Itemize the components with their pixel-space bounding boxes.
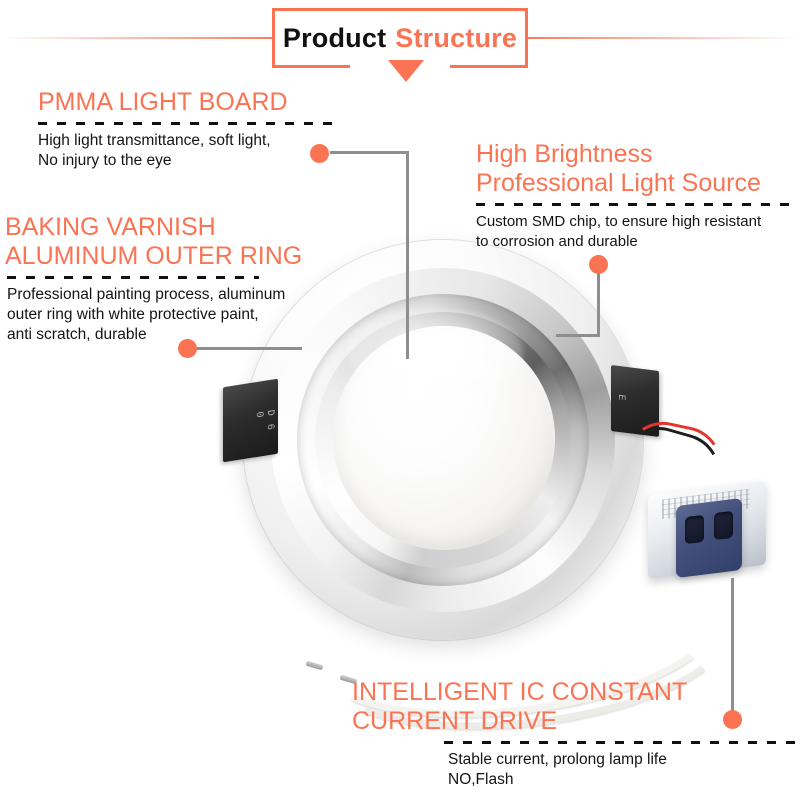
callout-baking-title-line-2: ALUMINUM OUTER RING [5, 242, 303, 270]
header-frame-top [272, 8, 528, 11]
clip-right-marking: E [615, 393, 627, 402]
header-rule-right [526, 37, 800, 39]
header-frame-right [525, 8, 528, 68]
driver-terminal-slot-1 [685, 514, 704, 545]
callout-brightness-title-line-2: Professional Light Source [476, 169, 761, 197]
callout-ic-title-line-2: CURRENT DRIVE [352, 707, 558, 735]
leader-dot-baking [178, 339, 197, 358]
callout-brightness-body-line-1: Custom SMD chip, to ensure high resistan… [476, 213, 762, 230]
header-rule-left [0, 37, 274, 39]
callout-pmma-body-line-1: High light transmittance, soft light, [38, 132, 271, 149]
page-title-word-2: Structure [395, 22, 518, 53]
callout-ic-constant-current-drive: INTELLIGENT IC CONSTANT CURRENT DRIVE St… [352, 678, 800, 790]
leader-brightness-vertical [597, 272, 600, 337]
callout-pmma-title: PMMA LIGHT BOARD [38, 88, 288, 116]
page-title-word-1: Product [282, 22, 387, 53]
clip-left-marking: D 6 0 [253, 409, 275, 432]
callout-ic-body-line-2: NO,Flash [448, 771, 514, 788]
callout-pmma-body-line-2: No injury to the eye [38, 152, 172, 169]
callout-pmma-divider [38, 122, 334, 125]
leader-ic-vertical [731, 578, 734, 720]
page-title: Product Structure [272, 8, 528, 68]
header-frame-bottom-right [450, 65, 528, 68]
leader-pmma-horizontal [330, 151, 409, 154]
spring-clip-left: D 6 0 [223, 378, 278, 463]
callout-high-brightness: High Brightness Professional Light Sourc… [476, 140, 796, 252]
leader-brightness-horizontal [556, 334, 600, 337]
header-frame-left [272, 8, 275, 68]
driver-terminal-slot-2 [714, 510, 733, 541]
downlight-product-image: D 6 0 E [223, 240, 659, 640]
leader-pmma-vertical [406, 151, 409, 359]
callout-brightness-title-line-1: High Brightness [476, 140, 653, 168]
header-frame [272, 8, 528, 68]
callout-baking-body-line-3: anti scratch, durable [7, 326, 147, 343]
callout-brightness-divider [476, 203, 796, 206]
led-driver-module [648, 478, 768, 582]
callout-pmma-light-board: PMMA LIGHT BOARD High light transmittanc… [38, 88, 334, 171]
leader-baking-horizontal [196, 347, 302, 350]
callout-ic-divider [444, 741, 800, 744]
leader-dot-pmma [310, 144, 329, 163]
callout-baking-body-line-2: outer ring with white protective paint, [7, 306, 259, 323]
callout-baking-title-line-1: BAKING VARNISH [5, 213, 216, 241]
callout-ic-title-line-1: INTELLIGENT IC CONSTANT [352, 678, 688, 706]
header-frame-bottom-left [272, 65, 350, 68]
down-triangle-icon [388, 60, 424, 82]
diffuser-highlight [347, 308, 523, 396]
callout-baking-varnish: BAKING VARNISH ALUMINUM OUTER RING Profe… [5, 213, 302, 345]
callout-baking-divider [7, 276, 259, 279]
callout-baking-body-line-1: Professional painting process, aluminum [7, 286, 286, 303]
callout-brightness-body-line-2: to corrosion and durable [476, 233, 638, 250]
leader-dot-ic [723, 710, 742, 729]
leader-dot-brightness [589, 255, 608, 274]
callout-ic-body-line-1: Stable current, prolong lamp life [448, 751, 667, 768]
